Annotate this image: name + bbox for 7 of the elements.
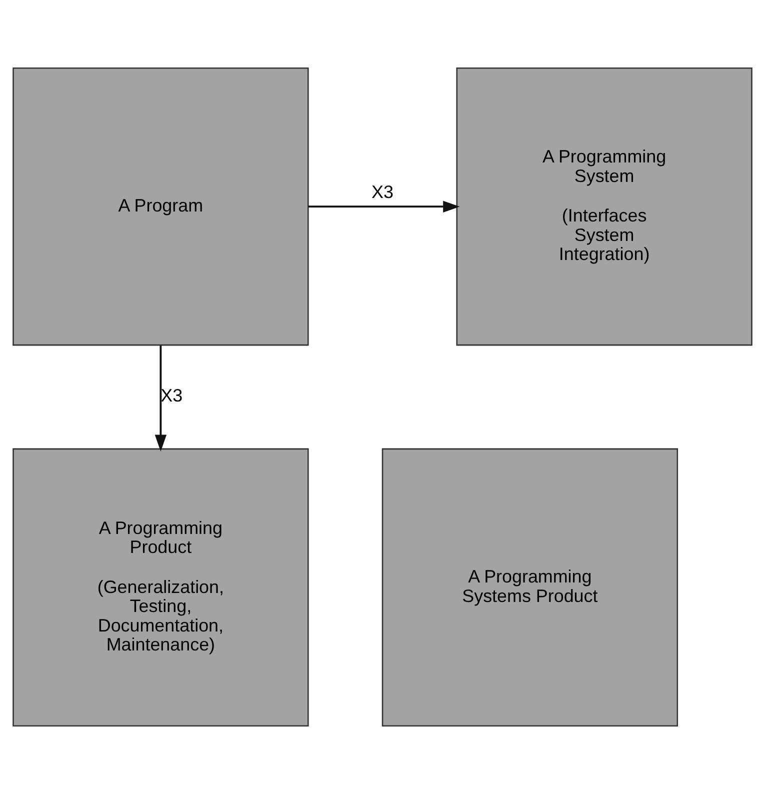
edge-label: X3 bbox=[372, 182, 394, 202]
node-box: A Program bbox=[12, 68, 309, 346]
node-box: A Programming Systems Product bbox=[382, 448, 678, 726]
arrow bbox=[308, 200, 460, 212]
node-box: A Programming Product (Generalization, Testing, Documentation, Maintenance) bbox=[12, 448, 309, 726]
node-box: A Programming System (Interfaces System Integration) bbox=[456, 68, 752, 346]
arrow bbox=[154, 346, 167, 452]
